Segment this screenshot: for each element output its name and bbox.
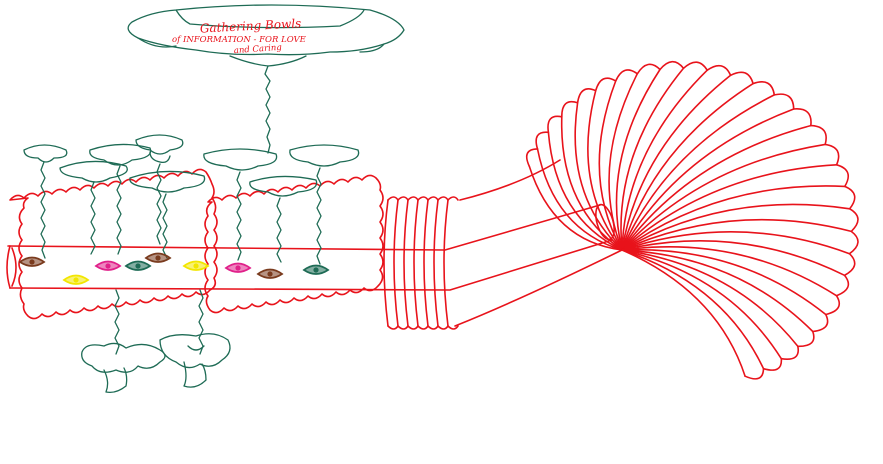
upper-bowls: [24, 135, 359, 264]
eye: [258, 270, 282, 279]
bowl-5: [130, 171, 205, 258]
tube-segment-middle: [205, 175, 383, 312]
bowl-bottom-left: [82, 343, 165, 392]
bowl-4: [136, 135, 183, 244]
eye: [96, 262, 120, 271]
eye: [126, 262, 150, 271]
sign-line-1: Gathering Bowls: [199, 16, 301, 35]
tube-segment-right-ribbed: [384, 197, 458, 329]
inner-pipe: [7, 202, 618, 290]
eye: [184, 262, 208, 271]
bowl-8: [290, 145, 359, 264]
bowl-bottom-right: [160, 334, 230, 387]
eye: [146, 254, 170, 263]
spiral-funnel: [455, 62, 858, 379]
sign-bowl: Gathering Bowls of INFORMATION - FOR LOV…: [128, 5, 404, 153]
eye: [64, 276, 88, 285]
eye: [20, 258, 44, 267]
eye: [304, 266, 328, 275]
tube-segment-left: [10, 169, 217, 318]
eyes-row: [20, 254, 328, 285]
sign-line-2: of INFORMATION - FOR LOVE: [172, 35, 307, 45]
eye: [226, 264, 250, 273]
bowl-left-small: [24, 145, 67, 258]
